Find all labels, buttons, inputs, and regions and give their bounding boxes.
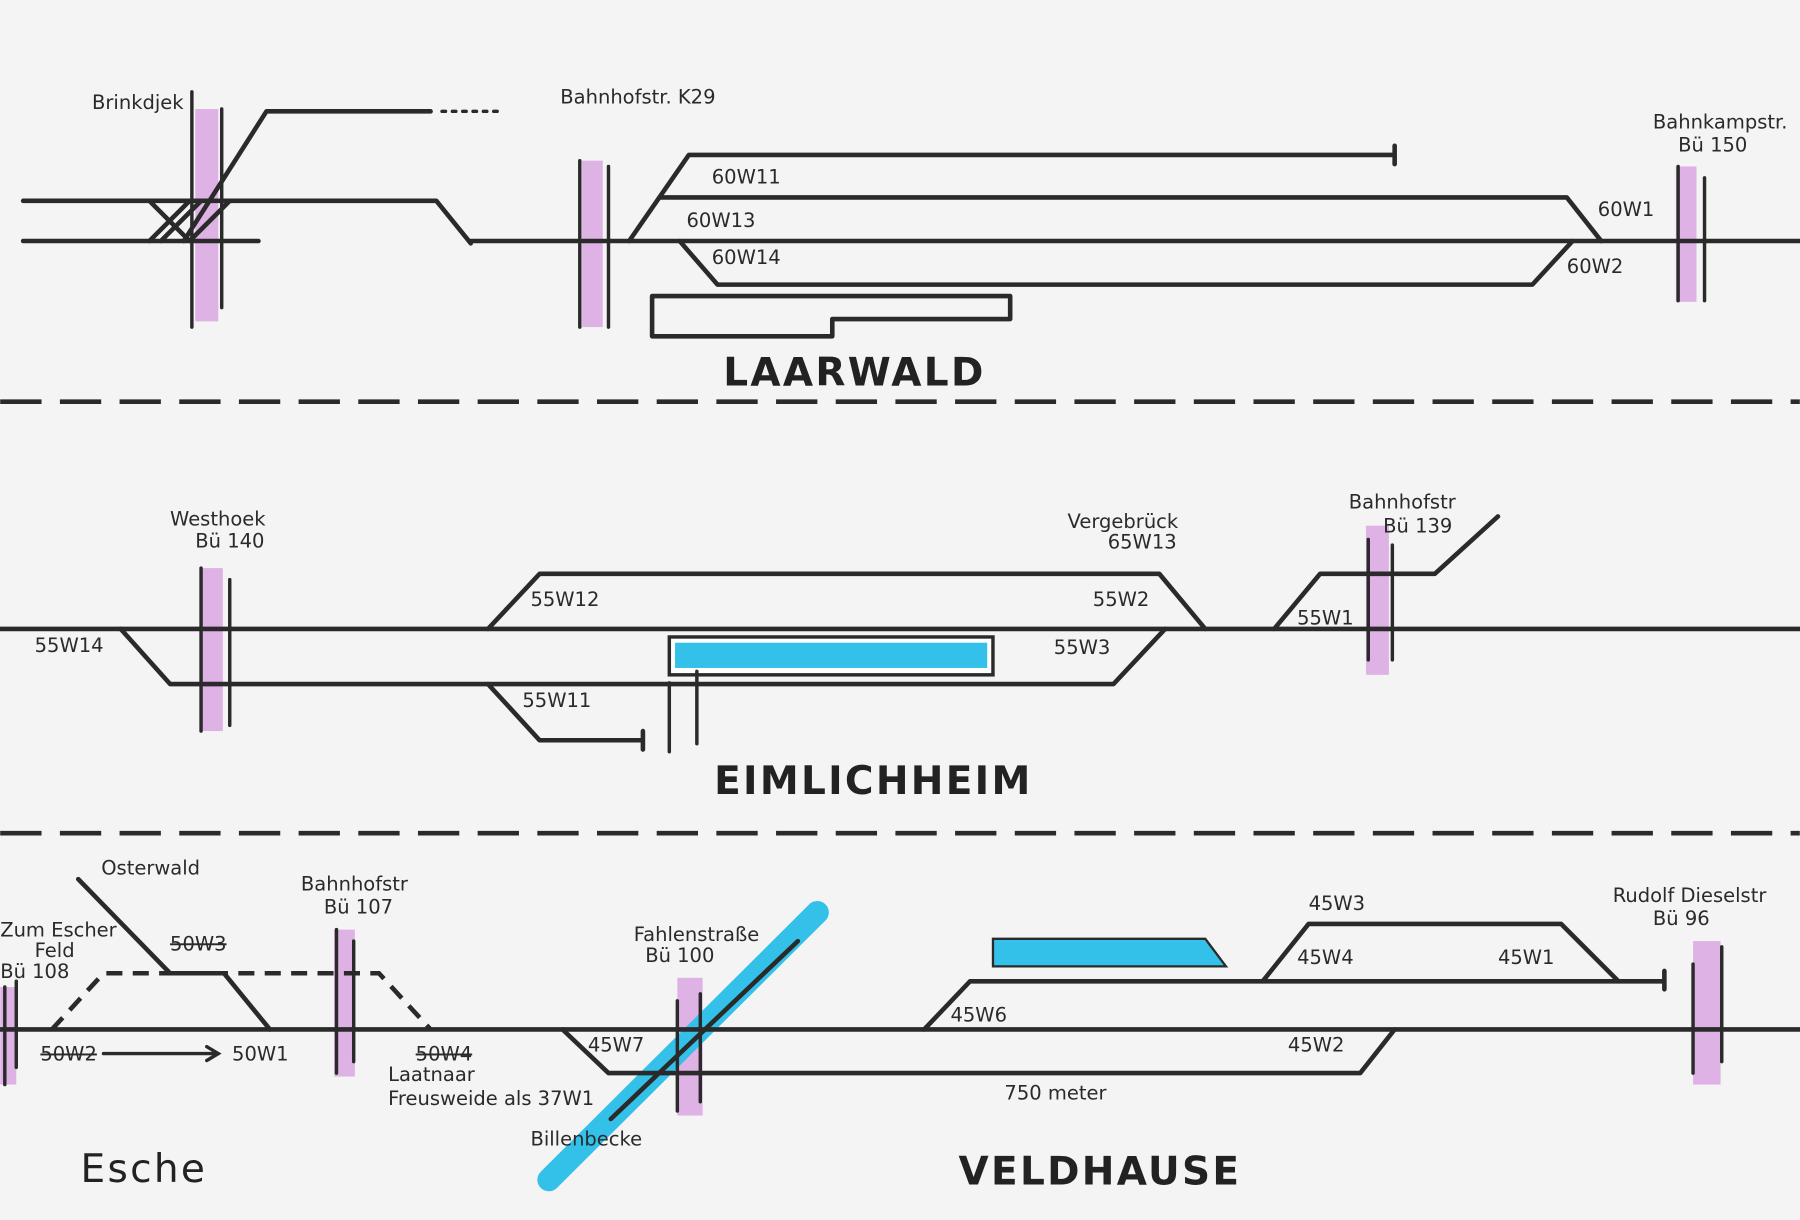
river-label: Billenbecke bbox=[530, 1127, 642, 1150]
level-crossing-marker bbox=[334, 929, 355, 1077]
switch-label: 60W11 bbox=[712, 166, 781, 189]
switch-label: 55W3 bbox=[1054, 636, 1111, 659]
crossing-label: Bü 100 bbox=[645, 944, 714, 967]
level-crossing-marker bbox=[1675, 166, 1697, 302]
laarwald-section: Brinkdjek Bahnhofstr. K29 Bahnkampstr. B… bbox=[20, 85, 1800, 396]
siding-60w11 bbox=[626, 143, 1397, 244]
crossing-label: Bahnhofstr bbox=[301, 873, 409, 896]
level-crossing-marker bbox=[195, 109, 219, 322]
crossing-label: Bü 96 bbox=[1653, 907, 1710, 930]
crossing-label: Bü 108 bbox=[0, 960, 69, 983]
switch-label: 55W1 bbox=[1297, 606, 1354, 629]
crossing-label: Westhoek bbox=[170, 508, 266, 531]
level-crossing-marker bbox=[1365, 525, 1389, 675]
switch-label: 55W12 bbox=[530, 588, 599, 611]
switch-label: 45W6 bbox=[950, 1003, 1007, 1026]
crossing-label: Fahlenstraße bbox=[634, 923, 760, 946]
siding-55w11 bbox=[485, 681, 646, 752]
switch-label: 55W11 bbox=[522, 689, 591, 712]
switch-label: 50W1 bbox=[232, 1042, 289, 1065]
crossing-label: Feld bbox=[35, 939, 75, 962]
crossing-label: Bü 107 bbox=[324, 896, 393, 919]
crossing-label: Brinkdjek bbox=[92, 91, 184, 114]
track-45w2 bbox=[560, 1027, 1397, 1076]
note-label: 65W13 bbox=[1108, 531, 1177, 554]
crossing-barriers bbox=[199, 537, 1395, 754]
eimlichheim-section: Westhoek Bü 140 Bahnhofstr Bü 139 Vergeb… bbox=[0, 490, 1800, 804]
switch-label: 45W2 bbox=[1288, 1033, 1345, 1056]
station-name: LAARWALD bbox=[723, 351, 985, 396]
crossing-label: Rudolf Dieselstr bbox=[1613, 884, 1768, 907]
planned-track bbox=[50, 970, 433, 1032]
esche-veldhause-section: Osterwald Zum Escher Feld Bü 108 Bahnhof… bbox=[0, 857, 1800, 1194]
switch-label: 50W3 bbox=[170, 932, 227, 955]
track-55w12 bbox=[485, 571, 1208, 632]
track-45w4 bbox=[1260, 921, 1621, 984]
branch-label: Osterwald bbox=[101, 857, 200, 880]
switch-label: 45W7 bbox=[588, 1033, 645, 1056]
switch-label: 60W2 bbox=[1567, 255, 1624, 278]
crossing-barriers bbox=[190, 90, 224, 329]
station-name: EIMLICHHEIM bbox=[714, 759, 1033, 804]
crossing-label: Bahnhofstr. K29 bbox=[560, 85, 715, 108]
crossover bbox=[147, 198, 233, 244]
switch-label: 55W14 bbox=[35, 634, 104, 657]
switch-label: 50W2 bbox=[40, 1042, 97, 1065]
switch-label: 55W2 bbox=[1093, 588, 1150, 611]
note-label: Laatnaar bbox=[388, 1063, 476, 1086]
track-55w3 bbox=[118, 626, 1168, 687]
branch-track bbox=[181, 109, 433, 244]
switch-label: 60W14 bbox=[712, 246, 781, 269]
track bbox=[20, 198, 474, 246]
crossing-barriers bbox=[3, 927, 1724, 1113]
crossing-barriers bbox=[578, 158, 1707, 329]
level-crossing-marker bbox=[582, 160, 603, 328]
arrow bbox=[101, 1044, 222, 1063]
switch-label: 45W3 bbox=[1309, 892, 1366, 915]
note-label: Vergebrück bbox=[1068, 510, 1179, 533]
switch-label: 60W1 bbox=[1598, 198, 1655, 221]
level-crossing-marker bbox=[202, 568, 223, 732]
crossing-label: Bahnkampstr. bbox=[1653, 111, 1788, 134]
platform bbox=[991, 937, 1229, 968]
track-55w1 bbox=[1271, 514, 1501, 632]
track-60w14 bbox=[677, 238, 1575, 287]
station-name: Esche bbox=[81, 1147, 208, 1192]
track-60w13 bbox=[657, 195, 1604, 244]
switch-label: 50W4 bbox=[416, 1042, 473, 1065]
station-name: VELDHAUSE bbox=[959, 1149, 1242, 1194]
crossing-label: Bü 150 bbox=[1678, 133, 1747, 156]
switch-label: 45W4 bbox=[1297, 946, 1354, 969]
level-crossing-marker bbox=[0, 987, 17, 1085]
switch-label: 60W13 bbox=[687, 209, 756, 232]
crossing-label: Bü 140 bbox=[195, 529, 264, 552]
platform-highlight bbox=[675, 642, 988, 668]
crossing-label: Zum Escher bbox=[0, 919, 117, 942]
level-crossing-marker bbox=[1693, 941, 1721, 1085]
crossing-label: Bü 139 bbox=[1383, 515, 1452, 538]
river-billenbecke bbox=[537, 900, 829, 1192]
note-label: Freusweide als 37W1 bbox=[388, 1087, 594, 1110]
track-45w6 bbox=[921, 968, 1667, 1032]
crossing-label: Bahnhofstr bbox=[1349, 490, 1457, 513]
road-crossing bbox=[608, 938, 801, 1122]
switch-label: 45W1 bbox=[1498, 946, 1555, 969]
branch-osterwald bbox=[75, 876, 273, 1032]
platform bbox=[649, 293, 1013, 339]
length-label: 750 meter bbox=[1004, 1081, 1107, 1104]
